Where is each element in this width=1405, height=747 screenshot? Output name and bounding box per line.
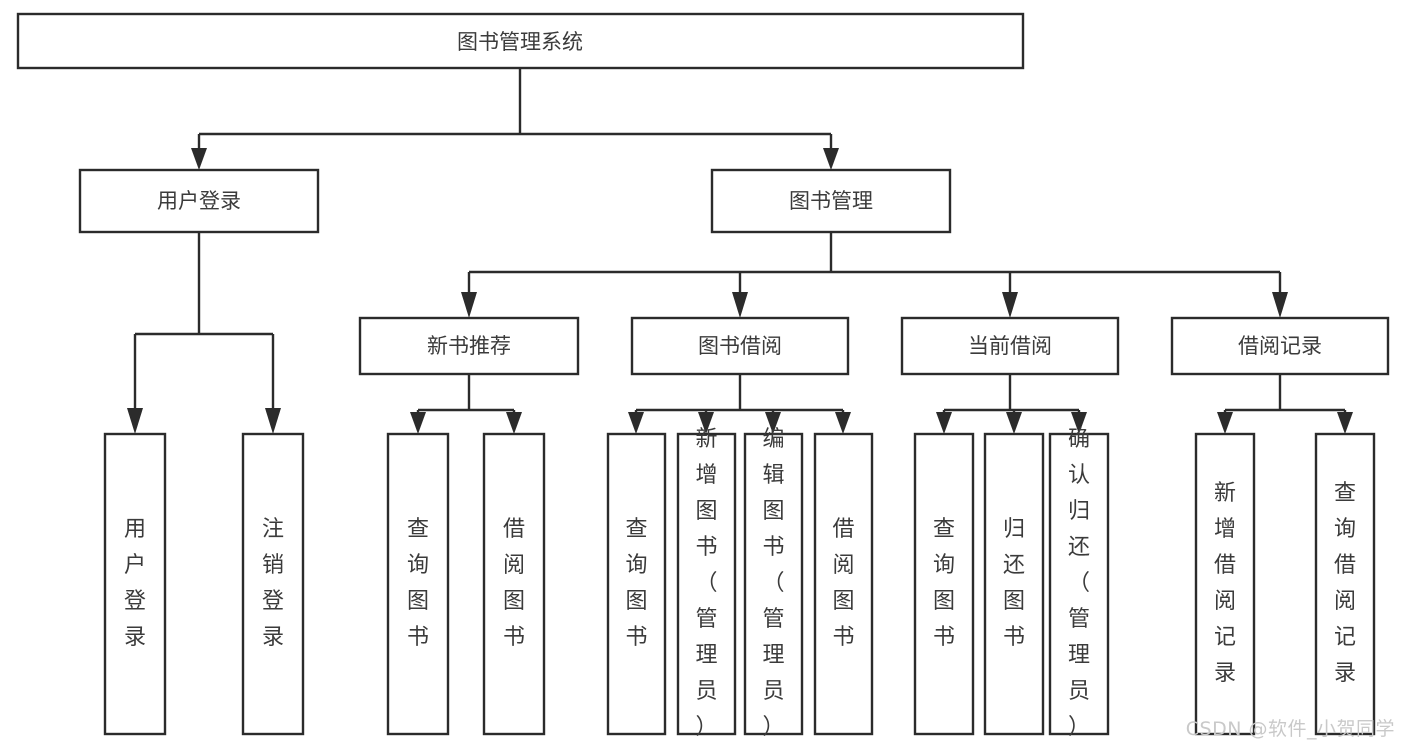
leaf-user-login[interactable]: 用户登录 xyxy=(103,432,167,736)
arrow-head-borrow-record xyxy=(1272,292,1288,318)
node-root[interactable]: 图书管理系统 xyxy=(16,12,1025,70)
leaf-query-book-2-label: 查询图书 xyxy=(625,517,647,650)
connector-layer xyxy=(127,68,1353,434)
node-new-book-recommend[interactable]: 新书推荐 xyxy=(358,316,580,376)
leaf-add-borrow-record-box[interactable] xyxy=(1194,432,1256,736)
leaf-return-book-box[interactable] xyxy=(983,432,1045,736)
leaf-logout-login-box[interactable] xyxy=(241,432,305,736)
arrow-head-leaf-edit-book-admin xyxy=(765,412,781,434)
arrow-head-leaf-query-book-3 xyxy=(936,412,952,434)
leaf-query-book-1-label: 查询图书 xyxy=(407,517,429,650)
arrow-head-book-borrow xyxy=(732,292,748,318)
leaf-user-login-label: 用户登录 xyxy=(124,517,146,650)
leaf-layer: 用户登录 注销登录 查询图书 借阅图书 查询图书 新增图书（管理员） 编辑图书（管理员） 借阅… xyxy=(103,427,1376,740)
leaf-add-borrow-record-label: 新增借阅记录 xyxy=(1214,481,1236,686)
arrow-head-leaf-add-borrow-record xyxy=(1217,412,1233,434)
leaf-borrow-book-1-box[interactable] xyxy=(482,432,546,736)
leaf-confirm-return-admin-label: 确认归还（管理员） xyxy=(1068,427,1090,740)
node-book-manage-label: 图书管理 xyxy=(789,189,873,213)
arrow-head-leaf-confirm-return-admin xyxy=(1071,412,1087,434)
leaf-edit-book-admin[interactable]: 编辑图书（管理员） xyxy=(743,427,804,740)
arrow-head-book-manage xyxy=(823,148,839,170)
arrow-head-new-book-rec xyxy=(461,292,477,318)
leaf-borrow-book-1[interactable]: 借阅图书 xyxy=(482,432,546,736)
node-user-login-label: 用户登录 xyxy=(157,189,241,213)
leaf-logout-login-label: 注销登录 xyxy=(262,517,284,650)
leaf-query-book-1[interactable]: 查询图书 xyxy=(386,432,450,736)
leaf-add-book-admin-box[interactable] xyxy=(676,432,737,736)
leaf-confirm-return-admin[interactable]: 确认归还（管理员） xyxy=(1048,427,1110,740)
leaf-borrow-book-1-label: 借阅图书 xyxy=(503,517,525,650)
node-current-borrow-label: 当前借阅 xyxy=(968,334,1052,358)
node-book-manage[interactable]: 图书管理 xyxy=(710,168,952,234)
leaf-borrow-book-2-box[interactable] xyxy=(813,432,874,736)
leaf-query-book-2[interactable]: 查询图书 xyxy=(606,432,667,736)
arrow-head-leaf-logout-login xyxy=(265,408,281,434)
arrow-head-leaf-query-borrow-record xyxy=(1337,412,1353,434)
leaf-borrow-book-2[interactable]: 借阅图书 xyxy=(813,432,874,736)
node-current-borrow[interactable]: 当前借阅 xyxy=(900,316,1120,376)
arrow-head-leaf-return-book xyxy=(1006,412,1022,434)
node-borrow-record-box[interactable] xyxy=(1170,316,1390,376)
node-current-borrow-box[interactable] xyxy=(900,316,1120,376)
arrow-head-leaf-user-login xyxy=(127,408,143,434)
leaf-query-borrow-record-box[interactable] xyxy=(1314,432,1376,736)
leaf-add-book-admin[interactable]: 新增图书（管理员） xyxy=(676,427,737,740)
leaf-return-book-label: 归还图书 xyxy=(1003,517,1025,650)
node-user-login[interactable]: 用户登录 xyxy=(78,168,320,234)
leaf-query-book-2-box[interactable] xyxy=(606,432,667,736)
leaf-confirm-return-admin-box[interactable] xyxy=(1048,432,1110,736)
leaf-edit-book-admin-box[interactable] xyxy=(743,432,804,736)
leaf-query-borrow-record-label: 查询借阅记录 xyxy=(1334,481,1356,686)
node-book-borrow-box[interactable] xyxy=(630,316,850,376)
leaf-add-borrow-record[interactable]: 新增借阅记录 xyxy=(1194,432,1256,736)
leaf-borrow-book-2-label: 借阅图书 xyxy=(832,517,854,650)
node-book-borrow[interactable]: 图书借阅 xyxy=(630,316,850,376)
leaf-query-book-3[interactable]: 查询图书 xyxy=(913,432,975,736)
node-root-label: 图书管理系统 xyxy=(457,30,583,54)
leaf-add-book-admin-label: 新增图书（管理员） xyxy=(695,427,717,740)
node-new-book-recommend-box[interactable] xyxy=(358,316,580,376)
arrow-head-leaf-query-book-1 xyxy=(410,412,426,434)
arrow-head-leaf-query-book-2 xyxy=(628,412,644,434)
leaf-query-borrow-record[interactable]: 查询借阅记录 xyxy=(1314,432,1376,736)
node-book-borrow-label: 图书借阅 xyxy=(698,334,782,358)
leaf-query-book-1-box[interactable] xyxy=(386,432,450,736)
arrow-head-current-borrow xyxy=(1002,292,1018,318)
node-layer: 图书管理系统 用户登录 图书管理 新书推荐 图书借阅 当前借阅 xyxy=(16,12,1390,376)
node-new-book-recommend-label: 新书推荐 xyxy=(427,334,511,358)
arrow-head-leaf-borrow-book-2 xyxy=(835,412,851,434)
node-borrow-record[interactable]: 借阅记录 xyxy=(1170,316,1390,376)
arrow-head-user-login xyxy=(191,148,207,170)
node-user-login-box[interactable] xyxy=(78,168,320,234)
arrow-head-leaf-borrow-book-1 xyxy=(506,412,522,434)
node-book-manage-box[interactable] xyxy=(710,168,952,234)
leaf-query-book-3-label: 查询图书 xyxy=(933,517,955,650)
leaf-query-book-3-box[interactable] xyxy=(913,432,975,736)
leaf-user-login-box[interactable] xyxy=(103,432,167,736)
arrow-head-leaf-add-book-admin xyxy=(698,412,714,434)
leaf-return-book[interactable]: 归还图书 xyxy=(983,432,1045,736)
watermark-text: CSDN @软件_小贺同学 xyxy=(1185,718,1395,740)
node-root-box[interactable] xyxy=(16,12,1025,70)
leaf-edit-book-admin-label: 编辑图书（管理员） xyxy=(762,427,784,740)
node-borrow-record-label: 借阅记录 xyxy=(1238,334,1322,358)
leaf-logout-login[interactable]: 注销登录 xyxy=(241,432,305,736)
